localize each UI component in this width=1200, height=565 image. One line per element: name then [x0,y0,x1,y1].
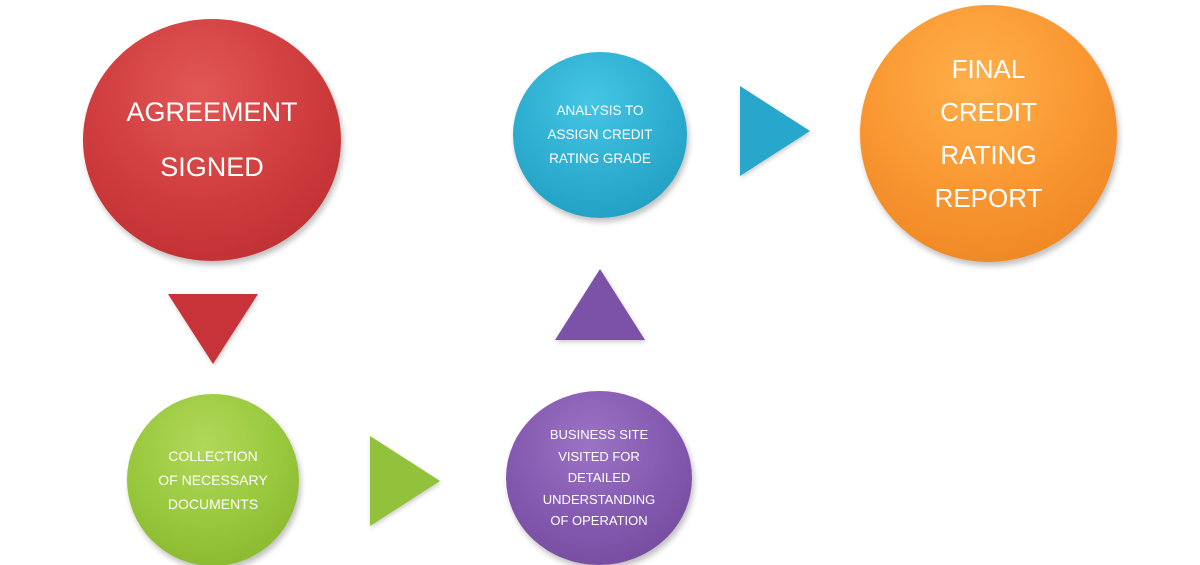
agreement-signed-label: AGREEMENT SIGNED [126,97,298,182]
right-arrow-icon [370,436,440,526]
right-arrow-icon [740,86,810,176]
agreement-signed-node: AGREEMENT SIGNED [83,19,341,261]
collection-documents-node: COLLECTION OF NECESSARY DOCUMENTS [127,394,299,565]
up-arrow-icon [555,269,645,340]
analysis-node: ANALYSIS TO ASSIGN CREDIT RATING GRADE [513,52,687,218]
final-report-label: FINAL CREDIT RATING REPORT [934,53,1043,213]
site-visit-node: BUSINESS SITE VISITED FOR DETAILED UNDER… [506,391,692,565]
analysis-label: ANALYSIS TO ASSIGN CREDIT RATING GRADE [547,103,653,166]
down-arrow-icon [168,294,258,364]
site-visit-label: BUSINESS SITE VISITED FOR DETAILED UNDER… [542,427,656,529]
final-report-node: FINAL CREDIT RATING REPORT [860,5,1117,262]
collection-documents-label: COLLECTION OF NECESSARY DOCUMENTS [158,448,268,512]
